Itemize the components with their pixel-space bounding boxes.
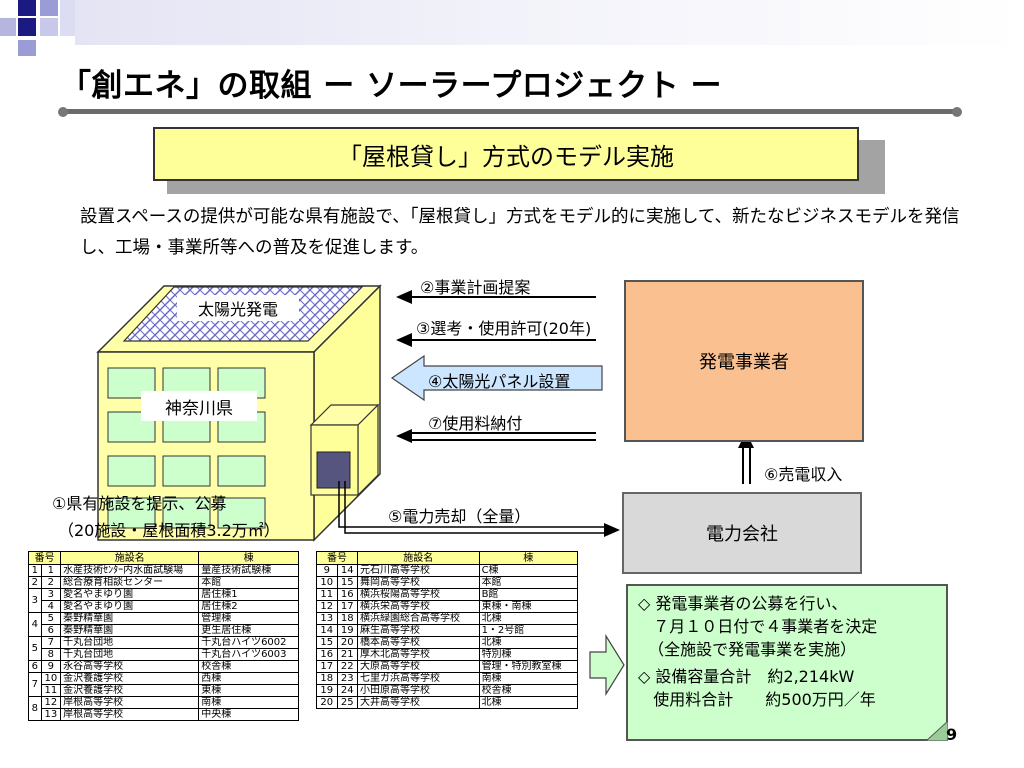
- corner-square-lavender: [18, 40, 36, 56]
- step1-sublabel: （20施設・屋根面積3.2万㎡）: [58, 521, 280, 540]
- header-gradient-bar: [75, 0, 1024, 45]
- page-number: 9: [946, 725, 958, 744]
- col-number: 番号: [27, 551, 62, 565]
- intro-text: 設置スペースの提供が可能な県有施設で、「屋根貸し」方式をモデル的に実施して、新た…: [80, 207, 960, 258]
- result-line: ７月１０日付で４事業者を決定: [638, 617, 878, 636]
- operator-box: 発電事業者: [624, 280, 864, 442]
- result-line: （全施設で発電事業を実施）: [638, 640, 857, 659]
- corner-square-pale: [60, 0, 75, 36]
- step5-label: ⑤電力売却（全量）: [388, 507, 531, 526]
- result-line: ◇ 設備容量合計 約2,214kW: [638, 667, 855, 686]
- col-number: 番号: [315, 551, 359, 565]
- corner-square-lavender: [0, 18, 16, 36]
- step7-label: ⑦使用料納付: [428, 414, 523, 433]
- step6-label: ⑥売電収入: [764, 465, 843, 484]
- step2-label: ②事業計画提案: [420, 278, 531, 297]
- col-building: 棟: [198, 551, 299, 565]
- section-banner: 「屋根貸し」方式のモデル実施: [153, 127, 859, 181]
- col-facility: 施設名: [357, 551, 480, 565]
- step3-label: ③選考・使用許可(20年): [416, 319, 592, 338]
- result-summary-box: ◇ 発電事業者の公募を行い、 ７月１０日付で４事業者を決定 （全施設で発電事業を…: [626, 584, 948, 741]
- corner-square-lavender: [40, 0, 58, 16]
- corner-square-navy: [18, 18, 36, 36]
- step1-label: ①県有施設を提示、公募: [52, 494, 227, 513]
- corner-square-navy: [18, 0, 36, 16]
- result-line: 使用料合計 約500万円／年: [638, 690, 876, 709]
- title-divider: [64, 109, 958, 114]
- col-building: 棟: [478, 551, 579, 565]
- page-title: 「創エネ」の取組 ー ソーラープロジェクト ー: [60, 68, 723, 104]
- utility-box: 電力会社: [622, 492, 862, 574]
- solar-label: 太陽光発電: [177, 295, 299, 321]
- result-line: ◇ 発電事業者の公募を行い、: [638, 594, 848, 613]
- divider-left-dot: [58, 107, 68, 117]
- corner-square-lavender: [40, 18, 58, 36]
- col-facility: 施設名: [60, 551, 200, 565]
- prefecture-label: 神奈川県: [141, 391, 257, 421]
- folded-corner-icon: [926, 721, 948, 741]
- divider-right-dot: [952, 107, 962, 117]
- step4-label: ④太陽光パネル設置: [428, 372, 571, 391]
